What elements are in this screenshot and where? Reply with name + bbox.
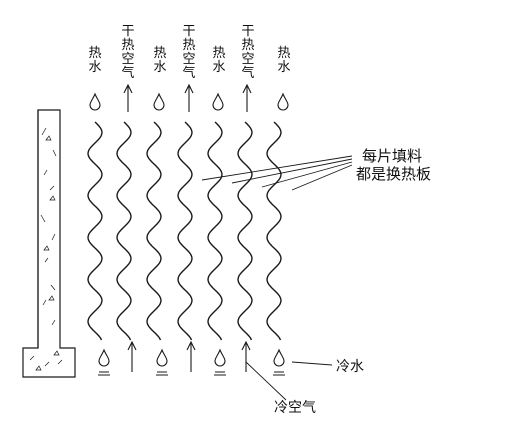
packing-plate (237, 121, 253, 341)
packing-plate (177, 121, 193, 341)
arrow-head (241, 340, 251, 351)
hot-water-label: 热水 (88, 46, 102, 75)
hot-water-label: 热水 (277, 46, 291, 75)
plate-note-line2: 都是换热板 (356, 165, 432, 183)
hatch-mark (42, 299, 47, 306)
water-drop-icon (98, 348, 110, 367)
hatch-mark (50, 284, 56, 291)
water-drop-icon (89, 92, 101, 111)
hatch-mark (44, 257, 49, 263)
water-drop-icon (153, 92, 165, 111)
hatch-mark (29, 355, 35, 361)
hatch-mark (49, 185, 55, 191)
plate-note-line1: 每片填料 (362, 147, 423, 165)
leader-lines (201, 155, 353, 401)
water-drop-icon (156, 348, 168, 367)
hatch-mark (44, 361, 50, 367)
arrow-head (242, 83, 252, 94)
hatch-mark (53, 350, 60, 356)
water-drop-icon (277, 92, 289, 111)
hatch-mark (45, 135, 52, 141)
cold-air-label: 冷空气 (274, 400, 316, 416)
hot-water-label: 热水 (153, 46, 167, 75)
arrow-head (186, 340, 196, 351)
packing-plate (116, 121, 132, 341)
water-drop-icon (273, 348, 285, 367)
dry-hot-air-arrows (123, 83, 252, 112)
hatch-mark (41, 127, 47, 136)
hatch-mark (49, 195, 56, 201)
hot-water-label: 热水 (212, 46, 226, 75)
arrow-head (127, 340, 137, 351)
packing-plates (87, 121, 282, 341)
hatch-mark (43, 169, 48, 176)
arrow-head (184, 83, 194, 94)
cold-air-arrows (127, 340, 251, 372)
arrow-head (123, 83, 133, 94)
dry-hot-air-label: 干热空气 (182, 24, 196, 81)
dry-hot-air-label: 干热空气 (121, 24, 135, 81)
wall-hatch (29, 127, 63, 371)
hatch-mark (52, 149, 57, 157)
cold-water-drops (98, 348, 285, 376)
water-drop-icon (214, 348, 226, 367)
water-drop-icon (212, 92, 224, 111)
hatch-mark (48, 295, 55, 301)
packing-plate (87, 121, 103, 341)
concrete-wall (22, 109, 76, 378)
hatch-mark (43, 245, 50, 251)
hatch-mark (35, 365, 42, 371)
hot-water-drops (89, 92, 289, 111)
hatch-mark (51, 233, 56, 241)
cold-water-label: 冷水 (336, 359, 364, 375)
hatch-mark (40, 214, 46, 223)
packing-plate (266, 121, 282, 341)
packing-plate (207, 121, 223, 341)
hatch-mark (51, 319, 56, 326)
packing-plate (146, 121, 162, 341)
hatch-mark (57, 359, 63, 365)
dry-hot-air-label: 干热空气 (241, 24, 255, 81)
